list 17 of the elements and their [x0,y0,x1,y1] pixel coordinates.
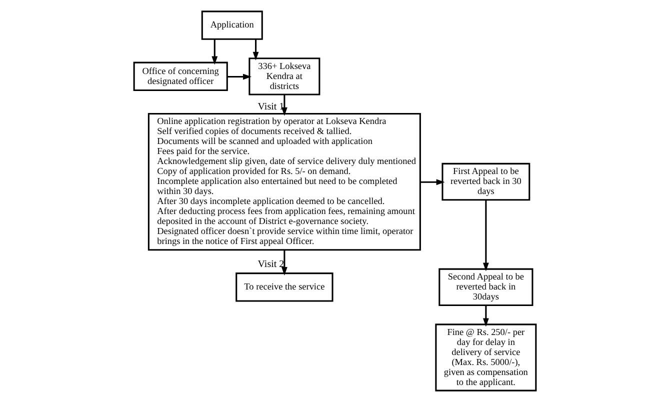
node-box: First Appeal to be reverted back in 30 days [442,162,530,201]
node-box: Application [201,10,263,40]
node-box: Office of concerning designated officer [133,62,228,92]
edge-label: Visit 2 [258,258,284,270]
arrow [420,179,445,186]
node-box: 336+ Lokseva Kendra at districts [248,58,320,96]
arrow [212,39,218,65]
node-box: Fine @ Rs. 250/- per day for delay in delivery of service (Max. Rs. 5000/-), given as compensation to the applicant. [435,324,537,392]
arrow [482,305,489,327]
node-box: Online application registration by operator at Lokseva Kendra Self verified copies of documents received & tallied. Documents will be scanned and uploaded with application Fees paid for the service. Acknowledgement slip given, date of service delivery duly mentioned Copy of application provided for Rs. 5/- on demand. Incomplete application also entertained but need to be completed within 30 days. After 30 days incomplete application deemed to be cancelled. After deducting process fees from application fees, remaining amount deposited in the account of District e-governance society. Designated officer doesn`t provide service within time limit, operator brings in the notice of First appeal Officer. [148,112,421,251]
arrow [482,200,489,272]
node-box: To receive the service [236,272,334,302]
arrow [227,74,252,80]
arrow [281,94,288,116]
arrow [281,250,288,276]
node-box: Second Appeal to be reverted back in 30days [438,268,534,306]
arrow [252,39,259,60]
